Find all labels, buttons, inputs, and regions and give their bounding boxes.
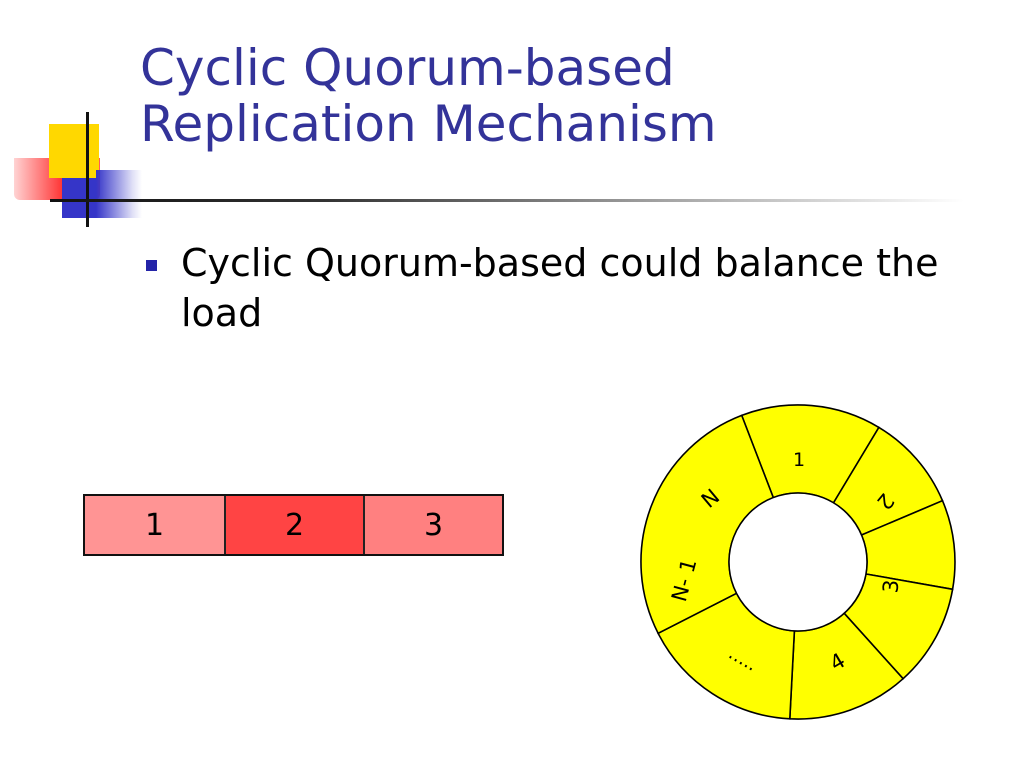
title-line-2: Replication Mechanism: [140, 95, 717, 153]
ring-hole: [728, 492, 868, 632]
ring-diagram: 1 2 3 4 ….. N- 1 N: [640, 404, 956, 720]
array-cell-1: 1: [85, 496, 224, 554]
ring-label-1: 1: [793, 449, 805, 471]
deco-blue-square: [62, 178, 96, 218]
array-cell-2: 2: [224, 496, 363, 554]
slide-title: Cyclic Quorum-based Replication Mechanis…: [140, 40, 717, 152]
ring-label-3: 3: [878, 579, 903, 594]
bullet-square-icon: [146, 260, 157, 271]
title-line-1: Cyclic Quorum-based: [140, 39, 675, 97]
deco-yellow-square: [49, 124, 99, 178]
deco-vertical-line: [86, 112, 89, 227]
title-underline: [50, 199, 964, 202]
array-diagram: 1 2 3: [83, 494, 504, 556]
deco-blue-fade: [96, 170, 142, 218]
bullet-text: Cyclic Quorum-based could balance the lo…: [181, 241, 939, 335]
array-cell-3: 3: [363, 496, 502, 554]
